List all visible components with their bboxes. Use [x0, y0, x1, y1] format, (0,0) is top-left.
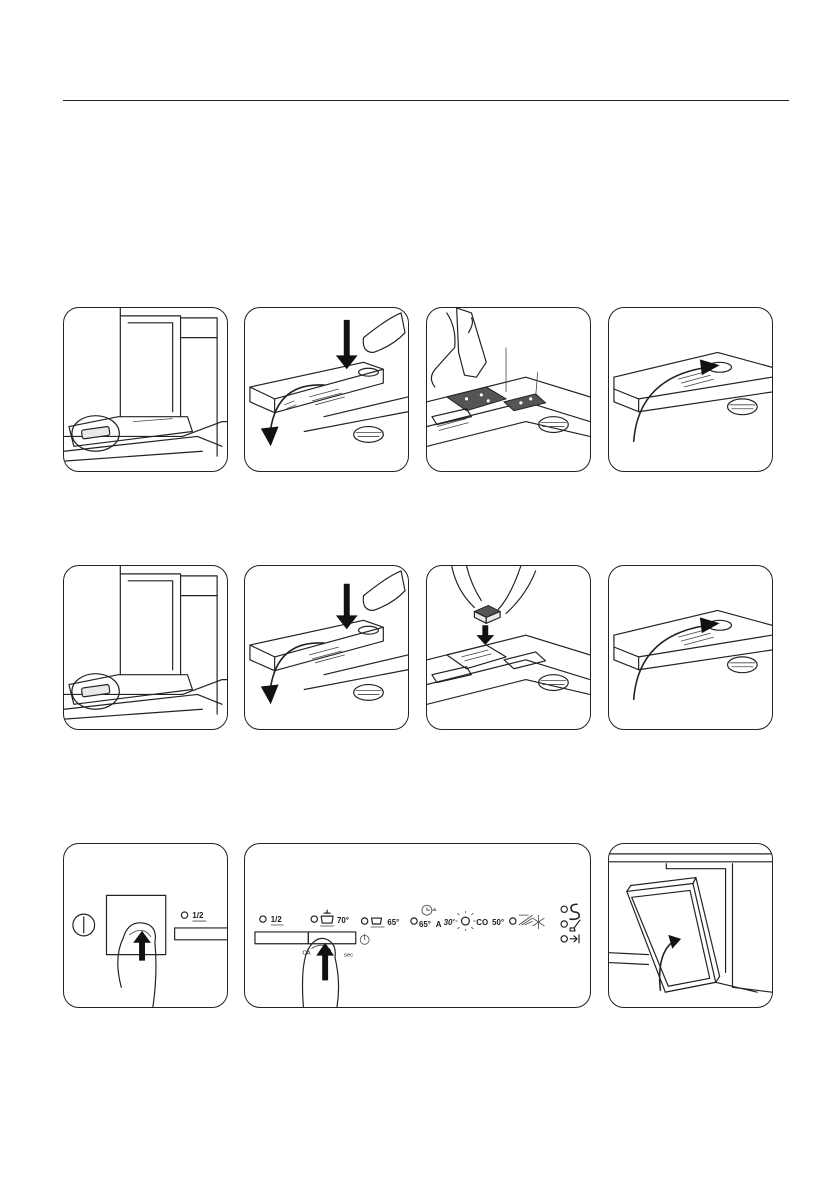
- clock-icon: [422, 905, 436, 915]
- sec-label: sec: [344, 953, 353, 959]
- detergent-compartment-main: [447, 387, 506, 411]
- half-load-label: 1/2: [192, 911, 204, 920]
- power-icon: [73, 914, 95, 936]
- rinse-aid-icon: [570, 920, 580, 931]
- step-open-lid-1: [244, 307, 409, 472]
- half-load-indicator: [181, 912, 187, 918]
- program-3-temp: 65°: [419, 920, 431, 929]
- half-load-label: 1/2: [271, 915, 283, 924]
- step-close-lid-2: [608, 565, 773, 730]
- step-close-door: [608, 843, 773, 1008]
- step-open-door-1: [63, 307, 228, 472]
- half-load-button[interactable]: [255, 932, 308, 944]
- program-button[interactable]: [308, 932, 355, 944]
- program-4-label: CO: [476, 918, 488, 927]
- star-icon: [533, 915, 545, 929]
- arrow-down-icon: [476, 625, 494, 645]
- dishwasher-open-door-illustration: [64, 308, 227, 471]
- detergent-compartment-prewash: [504, 394, 545, 411]
- cup-icon: [371, 918, 385, 927]
- step-close-lid-1: [608, 307, 773, 472]
- step-select-program: 1/2 70° 65° CA sec 65° A 30': [244, 843, 591, 1008]
- power-button[interactable]: [106, 895, 165, 954]
- curved-arrow-close-icon: [634, 367, 708, 441]
- step-open-lid-2: [244, 565, 409, 730]
- end-icon: [570, 935, 579, 943]
- rinse-icon: [519, 915, 533, 925]
- arrow-up-icon: [316, 943, 334, 981]
- step-fill-detergent: [426, 307, 591, 472]
- header-rule: [63, 100, 789, 101]
- eco-sun-icon: [456, 911, 476, 931]
- salt-icon: [570, 904, 579, 919]
- pot-icon: [320, 910, 334, 926]
- step-insert-tablet: [426, 565, 591, 730]
- power-icon: [360, 934, 369, 944]
- arrow-up-icon: [668, 935, 681, 949]
- arrow-down-icon: [336, 320, 358, 369]
- arrow-up-icon: [133, 931, 151, 961]
- program-4-temp: 50°: [492, 918, 504, 927]
- program-3-mins: 30': [444, 918, 456, 927]
- program-2-temp: 65°: [387, 918, 399, 927]
- program-3-a: A: [436, 920, 442, 929]
- program-1-temp: 70°: [337, 916, 349, 925]
- step-press-power: 1/2: [63, 843, 228, 1008]
- step-open-door-2: [63, 565, 228, 730]
